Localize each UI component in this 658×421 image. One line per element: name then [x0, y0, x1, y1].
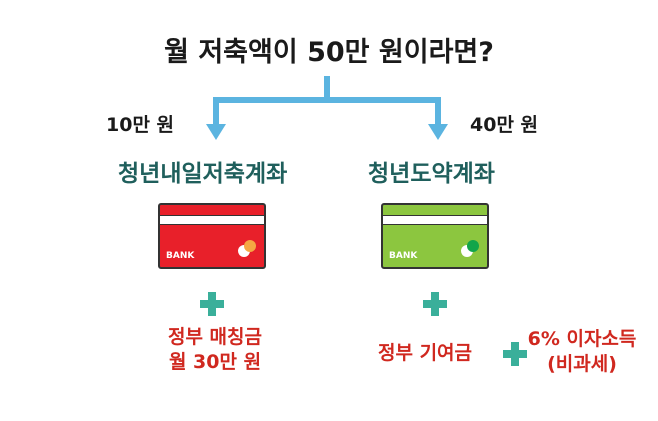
card-circle-icon: [244, 240, 256, 252]
green-bank-card: BANK: [381, 203, 489, 269]
page-title: 월 저축액이 50만 원이라면?: [164, 37, 494, 68]
right-benefit-1: 정부 기여금: [378, 342, 473, 364]
benefit-line: (비과세): [547, 353, 617, 375]
right-account-name: 청년도약계좌: [368, 161, 495, 187]
plus-icon: [200, 292, 224, 316]
split-arrow: [206, 76, 448, 140]
card-bank-label: BANK: [389, 251, 418, 261]
right-benefit-2: 6% 이자소득 (비과세): [527, 327, 637, 377]
plus-icon: [503, 342, 527, 366]
benefit-line: 정부 매칭금: [167, 326, 262, 348]
left-account-name: 청년내일저축계좌: [118, 161, 288, 187]
left-amount: 10만 원: [106, 114, 175, 136]
plus-icon: [423, 292, 447, 316]
benefit-line: 월 30만 원: [168, 351, 262, 373]
card-bank-label: BANK: [166, 251, 195, 261]
red-bank-card: BANK: [158, 203, 266, 269]
right-amount: 40만 원: [470, 114, 539, 136]
left-benefit: 정부 매칭금 월 30만 원: [140, 325, 290, 375]
card-circle-icon: [467, 240, 479, 252]
benefit-line: 6% 이자소득: [527, 328, 637, 350]
